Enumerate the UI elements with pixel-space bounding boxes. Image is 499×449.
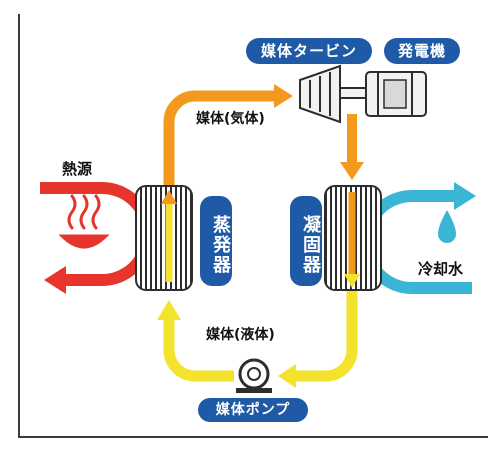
liquid-label: 媒体(液体) <box>206 327 275 343</box>
pump-label: 媒体ポンプ <box>198 398 308 422</box>
vapor-label: 媒体(気体) <box>196 111 265 127</box>
condenser-label: 凝固器 <box>290 196 322 286</box>
heat-source-label: 熱源 <box>62 160 93 178</box>
turbine-label: 媒体タービン <box>246 38 372 64</box>
evaporator-unit <box>135 185 193 291</box>
evaporator-label: 蒸発器 <box>200 196 232 286</box>
water-drop-icon <box>438 210 456 243</box>
liquid-flow <box>157 290 358 388</box>
turbine-icon <box>299 64 367 124</box>
heat-icon <box>58 194 110 249</box>
figure-frame <box>18 14 488 438</box>
generator-label: 発電機 <box>384 38 460 64</box>
cooling-water-label: 冷却水 <box>418 260 464 278</box>
vapor-flow <box>163 84 364 196</box>
condenser-unit <box>324 185 382 291</box>
pump-icon <box>236 358 272 393</box>
generator-icon <box>365 71 427 117</box>
